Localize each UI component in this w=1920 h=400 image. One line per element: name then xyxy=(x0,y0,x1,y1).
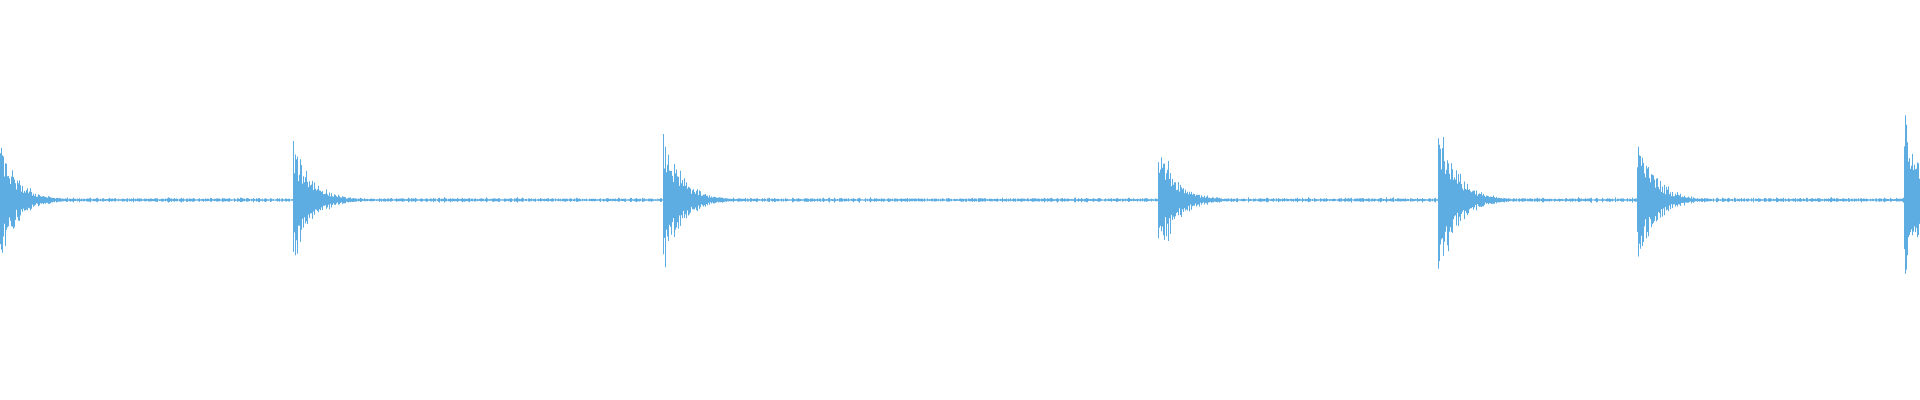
waveform-samples xyxy=(0,115,1920,274)
